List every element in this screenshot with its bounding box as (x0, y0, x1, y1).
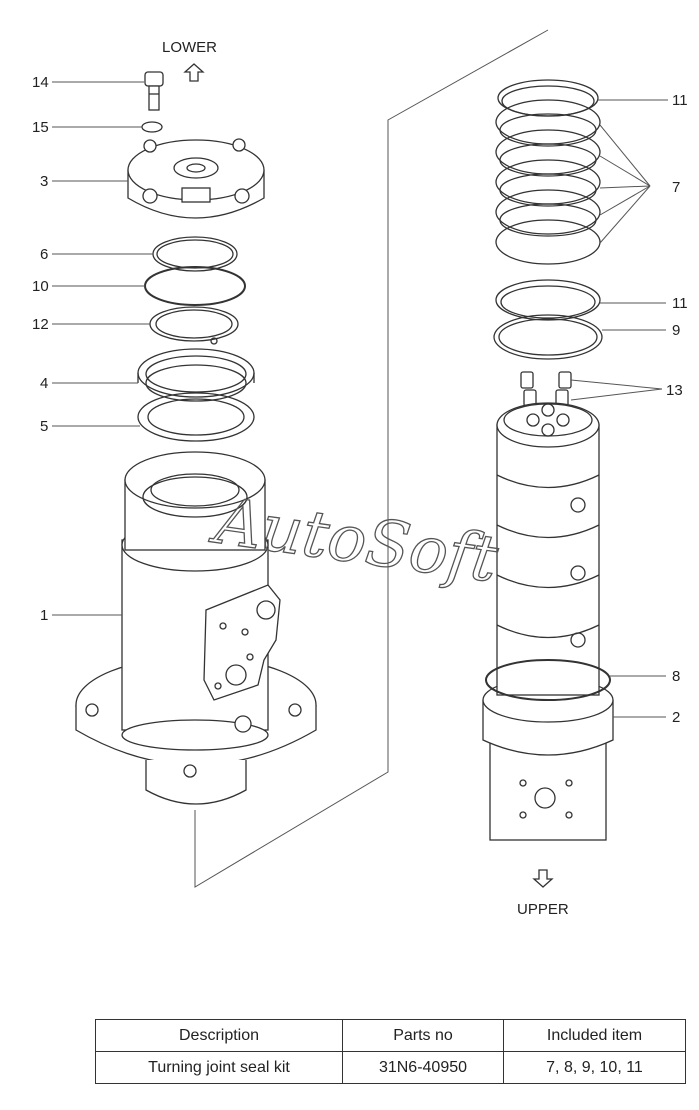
callout-11-lower: 11 (672, 295, 688, 312)
header-description: Description (95, 1019, 343, 1052)
cell-included-item: 7, 8, 9, 10, 11 (503, 1051, 686, 1084)
callout-2: 2 (672, 709, 680, 726)
leader-lines (52, 81, 668, 718)
part-retaining-ring (149, 306, 239, 345)
part-o-ring-6 (152, 236, 238, 272)
callout-15: 15 (32, 119, 49, 136)
part-cover (127, 138, 265, 219)
cell-description: Turning joint seal kit (95, 1051, 343, 1084)
callout-5: 5 (40, 418, 48, 435)
part-o-ring-10 (144, 266, 246, 306)
lower-direction-label: LOWER (162, 39, 217, 56)
part-o-ring-8 (485, 659, 611, 701)
arrow-down-icon (532, 869, 554, 888)
arrow-up-icon (183, 63, 205, 82)
part-back-up-ring (495, 279, 601, 321)
upper-direction-label: UPPER (517, 901, 569, 918)
exploded-parts-diagram: LOWER UPPER (32, 29, 688, 918)
callout-9: 9 (672, 322, 680, 339)
seal-kit-table: Description Parts no Included item Turni… (95, 1019, 686, 1084)
callout-10: 10 (32, 278, 49, 295)
part-seal-5 (137, 392, 255, 442)
part-seal-4 (137, 348, 255, 402)
header-parts-no: Parts no (342, 1019, 504, 1052)
part-washer (141, 121, 163, 133)
part-ring-stack (495, 79, 601, 265)
callout-8: 8 (672, 668, 680, 685)
part-plugs (520, 371, 572, 407)
callout-7: 7 (672, 179, 680, 196)
callout-4: 4 (40, 375, 48, 392)
cell-parts-no: 31N6-40950 (342, 1051, 504, 1084)
header-included-item: Included item (503, 1019, 686, 1052)
table-row: Turning joint seal kit 31N6-40950 7, 8, … (95, 1051, 686, 1084)
callout-3: 3 (40, 173, 48, 190)
callout-11-top: 11 (672, 92, 688, 109)
callout-6: 6 (40, 246, 48, 263)
table-header-row: Description Parts no Included item (95, 1019, 686, 1052)
callout-1: 1 (40, 607, 48, 624)
part-hub (75, 451, 317, 805)
part-o-ring-9 (493, 314, 603, 360)
assembly-guide-line (194, 29, 549, 888)
part-swivel-shaft (482, 402, 614, 841)
callout-12: 12 (32, 316, 49, 333)
callout-13: 13 (666, 382, 683, 399)
callout-14: 14 (32, 74, 49, 91)
part-bolt (144, 71, 164, 111)
